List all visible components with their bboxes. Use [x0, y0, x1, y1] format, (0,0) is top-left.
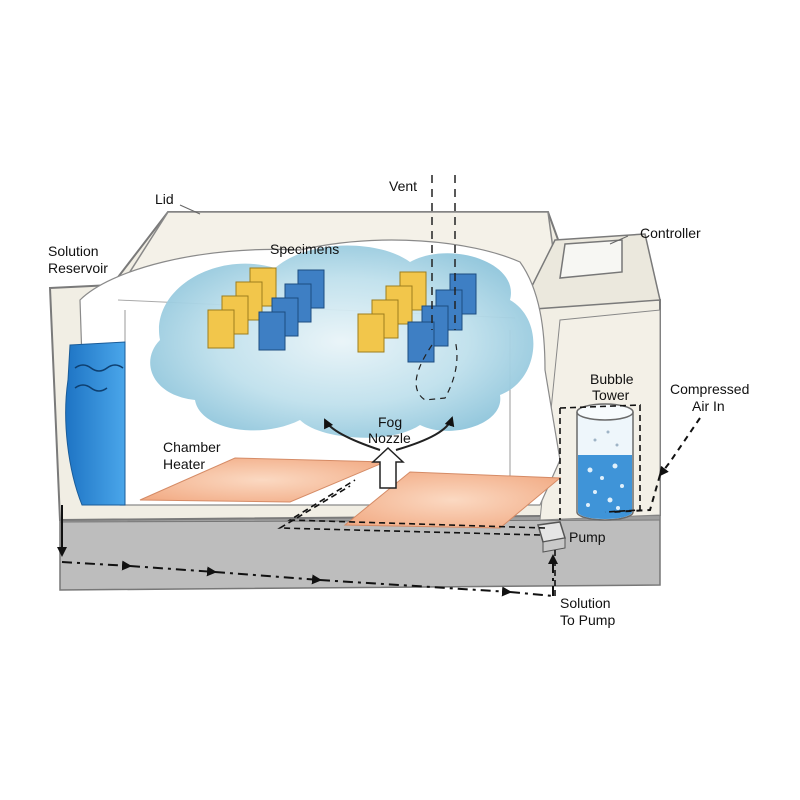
solution-flow-path — [57, 505, 558, 597]
bubble-tower — [576, 403, 634, 521]
label-solution-reservoir: Solution Reservoir — [48, 243, 108, 276]
compressed-air-line — [611, 417, 701, 513]
fog-nozzle — [324, 416, 455, 489]
label-pump: Pump — [569, 529, 606, 545]
leader-lines — [179, 204, 629, 245]
controller-screen — [559, 239, 623, 279]
label-compressed-air: Compressed Air In — [670, 381, 753, 414]
nozzle-icon — [371, 446, 405, 489]
internal-piping — [277, 404, 641, 596]
pump — [537, 521, 566, 553]
vent-lines — [415, 175, 458, 401]
chamber-heater-pads — [139, 457, 562, 529]
labels: Lid Vent Specimens Controller Solution R… — [48, 178, 753, 628]
label-chamber-heater: Chamber Heater — [163, 439, 224, 472]
label-controller: Controller — [640, 225, 701, 241]
label-solution-to-pump: Solution To Pump — [560, 595, 615, 628]
label-fog-nozzle: Fog Nozzle — [368, 414, 411, 446]
label-lid: Lid — [155, 191, 174, 207]
label-bubble-tower: Bubble Tower — [590, 371, 637, 403]
label-vent: Vent — [389, 178, 417, 194]
specimen-rack-left — [207, 267, 325, 351]
solution-reservoir — [65, 341, 126, 506]
label-specimens: Specimens — [270, 241, 339, 257]
